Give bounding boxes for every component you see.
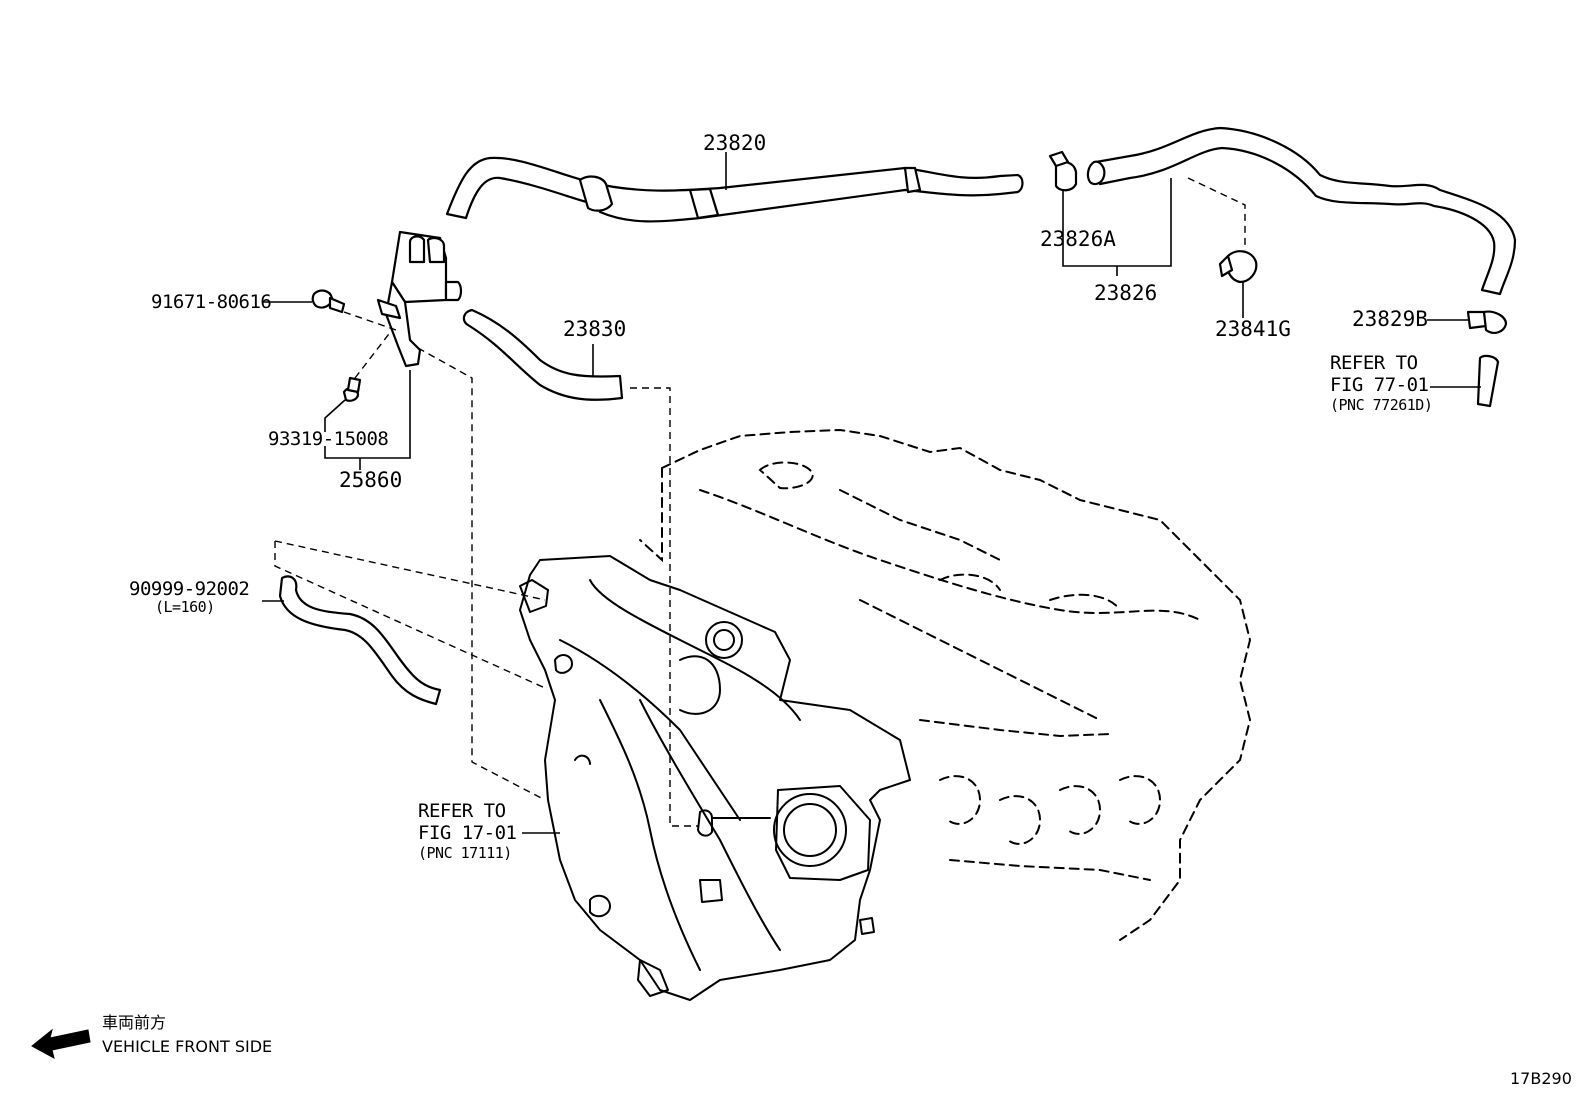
ref-77-line3: (PNC 77261D): [1330, 396, 1433, 414]
hose-23826[interactable]: [1086, 126, 1517, 296]
ref-17-line2: FIG 17-01: [418, 822, 517, 844]
label-90999-length: (L=160): [155, 598, 215, 616]
bolt-91671-80616[interactable]: [311, 289, 346, 314]
hose-ref-77-01: [1476, 354, 1500, 408]
hose-23820[interactable]: [445, 156, 1024, 223]
label-23829B: 23829B: [1352, 307, 1428, 331]
ref-17-line3: (PNC 17111): [418, 844, 512, 862]
hose-90999-92002[interactable]: [278, 575, 442, 706]
label-90999-92002: 90999-92002: [129, 578, 250, 600]
vehicle-front-jp: 車両前方: [102, 1013, 167, 1032]
label-91671-80616: 91671-80616: [151, 291, 272, 313]
ref-fig-17-01[interactable]: REFER TO FIG 17-01 (PNC 17111): [418, 800, 517, 862]
engine-block: [639, 428, 1252, 941]
clip-23829B[interactable]: [1466, 310, 1508, 334]
arrow-left-icon: [31, 1028, 91, 1059]
ref-77-line2: FIG 77-01: [1330, 374, 1429, 396]
bolt-93319-15008[interactable]: [342, 376, 362, 402]
ref-fig-77-01[interactable]: REFER TO FIG 77-01 (PNC 77261D): [1330, 352, 1433, 414]
label-93319-15008: 93319-15008: [268, 428, 389, 450]
ref-17-line1: REFER TO: [418, 800, 506, 822]
vsv-25860[interactable]: [376, 230, 463, 368]
hose-23830[interactable]: [462, 308, 624, 401]
ref-77-line1: REFER TO: [1330, 352, 1418, 374]
intake-manifold: [519, 555, 911, 1001]
illustration-id: 17B290: [1510, 1069, 1572, 1088]
label-23826A: 23826A: [1040, 227, 1116, 251]
label-23820: 23820: [703, 131, 767, 155]
label-25860: 25860: [339, 468, 403, 492]
label-23826: 23826: [1094, 281, 1158, 305]
label-23841G: 23841G: [1215, 317, 1291, 341]
label-23830: 23830: [563, 317, 627, 341]
vehicle-front-en: VEHICLE FRONT SIDE: [102, 1037, 273, 1056]
clip-23841G[interactable]: [1218, 250, 1258, 284]
clip-23826A[interactable]: [1048, 150, 1078, 192]
